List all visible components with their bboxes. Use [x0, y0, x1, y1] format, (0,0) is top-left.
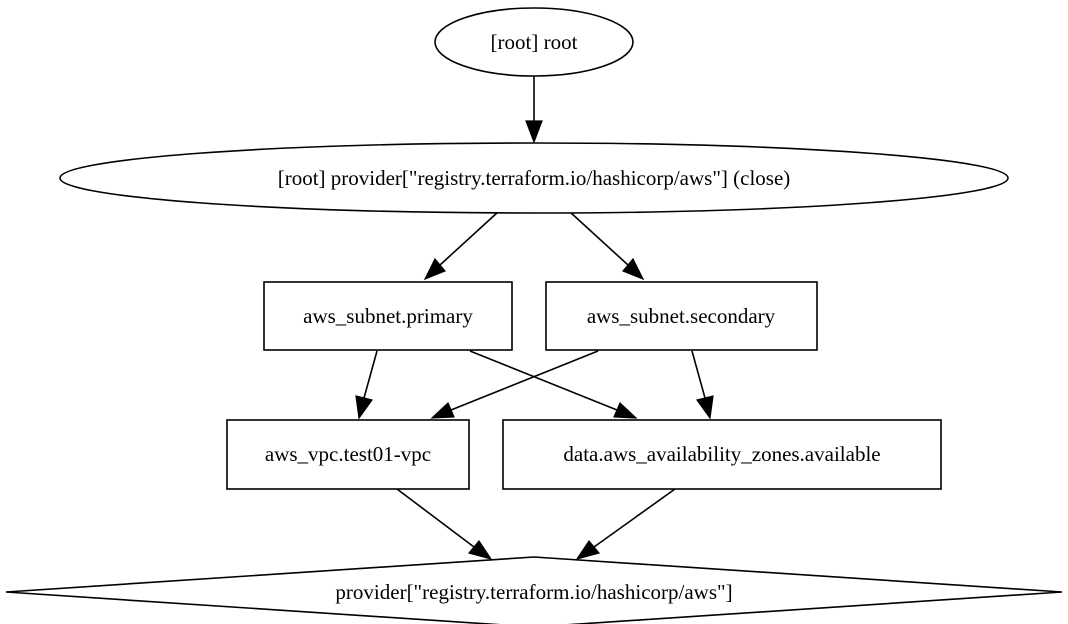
edges [355, 75, 714, 561]
node-provider-close-label: [root] provider["registry.terraform.io/h… [278, 166, 791, 190]
edge-provider-close-to-subnet-secondary [569, 211, 645, 281]
node-provider-label: provider["registry.terraform.io/hashicor… [335, 580, 732, 604]
node-availability-zones-label: data.aws_availability_zones.available [563, 442, 880, 466]
node-provider: provider["registry.terraform.io/hashicor… [5, 556, 1063, 624]
node-vpc: aws_vpc.test01-vpc [226, 419, 470, 490]
edge-subnet-secondary-to-azs [691, 350, 714, 420]
node-subnet-secondary-label: aws_subnet.secondary [587, 304, 776, 328]
node-subnet-secondary: aws_subnet.secondary [545, 281, 818, 351]
node-subnet-primary-label: aws_subnet.primary [303, 304, 473, 328]
edge-vpc-to-provider [396, 488, 493, 561]
node-root-label: [root] root [491, 30, 578, 54]
node-availability-zones: data.aws_availability_zones.available [502, 419, 942, 490]
edge-subnet-primary-to-vpc [355, 350, 378, 420]
node-root: [root] root [434, 7, 634, 77]
node-vpc-label: aws_vpc.test01-vpc [265, 442, 431, 466]
node-provider-close: [root] provider["registry.terraform.io/h… [59, 142, 1009, 214]
node-subnet-primary: aws_subnet.primary [263, 281, 513, 351]
nodes: [root] root [root] provider["registry.te… [5, 7, 1063, 624]
edge-subnet-primary-to-azs [469, 350, 638, 419]
edge-azs-to-provider [575, 488, 676, 561]
edge-provider-close-to-subnet-primary [423, 211, 499, 281]
edge-subnet-secondary-to-vpc [430, 350, 599, 419]
edge-root-to-provider-close [525, 75, 543, 144]
